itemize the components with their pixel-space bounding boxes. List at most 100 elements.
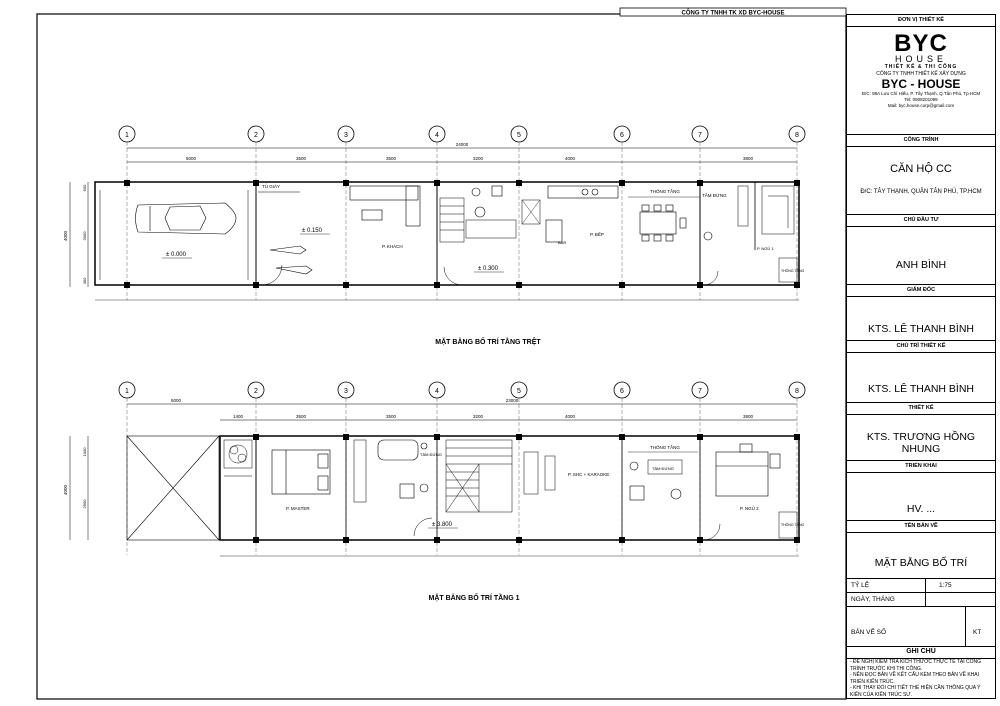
svg-text:3: 3 — [344, 132, 348, 139]
dim: 3500 — [386, 414, 397, 419]
svg-text:4: 4 — [435, 388, 439, 395]
deploy-name: HV. ... — [906, 503, 936, 515]
toilet-icon — [703, 231, 713, 241]
level-mark: ± 0.150 — [302, 228, 323, 234]
project-address: Đ/C: TÂY THẠNH, QUẬN TÂN PHÚ, TP.HCM — [860, 189, 982, 195]
ground-floor-plan: 1 2 3 4 5 6 7 8 24000 5000 3500 3500 320… — [63, 125, 806, 346]
company-logo-block: BYC HOUSE THIẾT KẾ & THI CÔNG CÔNG TY TN… — [847, 27, 995, 135]
axis-bubble: 6 — [613, 381, 631, 399]
dim: 3500 — [296, 156, 307, 161]
side-dim: 3000 — [82, 231, 87, 241]
room-label: TẮM ĐỨNG — [652, 466, 674, 471]
drawing-title-label: TÊN BẢN VẼ — [847, 521, 995, 533]
axis-bubble: 7 — [691, 381, 709, 399]
dim-total: 24000 — [456, 142, 469, 147]
axis-bubble: 3 — [337, 381, 355, 399]
project-label: CÔNG TRÌNH — [847, 135, 995, 147]
axis-bubble: 2 — [247, 381, 265, 399]
stair-icon — [445, 439, 513, 513]
stair-icon — [439, 197, 517, 243]
svg-text:5: 5 — [517, 132, 521, 139]
logo-house: HOUSE — [894, 54, 947, 64]
director-label: GIÁM ĐỐC — [847, 285, 995, 297]
designer-label: THIẾT KẾ — [847, 403, 995, 415]
axis-bubble: 2 — [247, 125, 265, 143]
investor-label: CHỦ ĐẦU TƯ — [847, 215, 995, 227]
dim: 3800 — [743, 414, 754, 419]
axis-bubble: 8 — [788, 381, 806, 399]
dim-total: 23000 — [506, 398, 519, 403]
svg-text:7: 7 — [698, 388, 702, 395]
plan-caption: MẶT BẰNG BỐ TRÍ TẦNG TRỆT — [435, 336, 541, 346]
investor-block: ANH BÌNH — [847, 227, 995, 285]
ground-axes: 1 2 3 4 5 6 7 8 — [118, 125, 806, 143]
drawing-title: MẶT BẰNG BỐ TRÍ — [874, 557, 968, 569]
ground-outer-wall — [94, 181, 800, 286]
svg-text:6: 6 — [620, 388, 624, 395]
room-label: THÔNG TẦNG — [781, 522, 805, 527]
title-block: ĐƠN VỊ THIẾT KẾ BYC HOUSE THIẾT KẾ & THI… — [846, 14, 996, 699]
company-mail: Mail: byc.house.corp@gmail.com — [887, 103, 955, 108]
director-block: KTS. LÊ THANH BÌNH — [847, 297, 995, 341]
scale-label: TỶ LỆ — [851, 582, 870, 589]
investor-name: ANH BÌNH — [895, 259, 947, 271]
dim: 3200 — [473, 156, 484, 161]
columns — [253, 434, 800, 543]
bed-icon — [271, 449, 331, 495]
svg-text:2: 2 — [254, 132, 258, 139]
axis-bubble: 5 — [510, 381, 528, 399]
deploy-label: TRIỂN KHAI — [847, 461, 995, 473]
sheet-label: BẢN VẼ SỐ — [851, 629, 887, 636]
columns — [124, 180, 800, 288]
dim: 3800 — [743, 156, 754, 161]
chief-designer-block: KTS. LÊ THANH BÌNH — [847, 353, 995, 403]
chief-designer-name: KTS. LÊ THANH BÌNH — [868, 383, 974, 395]
level-mark: ± 0.300 — [478, 266, 499, 272]
room-label: P. BẾP — [590, 231, 604, 237]
logo-main: BYC — [894, 30, 948, 57]
room-label: TẮM ĐỨNG — [702, 191, 727, 198]
room-label: THÔNG TẦNG — [650, 188, 680, 194]
dining-table-icon — [639, 204, 687, 242]
sheet-row: BẢN VẼ SỐ KT — [847, 607, 995, 647]
bed-icon — [715, 443, 781, 497]
car-icon — [135, 202, 237, 235]
side-dim: 1000 — [82, 447, 87, 457]
first-floor-plan: 1 2 3 4 5 6 7 8 23000 5000 1400 3500 350… — [63, 381, 806, 602]
svg-text:2: 2 — [254, 388, 258, 395]
chair-icon — [269, 245, 313, 275]
project-block: CĂN HỘ CC Đ/C: TÂY THẠNH, QUẬN TÂN PHÚ, … — [847, 147, 995, 215]
dim: 3200 — [473, 414, 484, 419]
axis-bubble: 4 — [428, 381, 446, 399]
kitchen-counter — [545, 185, 619, 243]
plan-caption: MẶT BẰNG BỐ TRÍ TẦNG 1 — [429, 592, 520, 602]
axis-bubble: 7 — [691, 125, 709, 143]
svg-text:7: 7 — [698, 132, 702, 139]
note-line: - ĐỀ NGHỊ KIỂM TRA KÍCH THƯỚC THỰC TẾ TẠ… — [850, 659, 981, 672]
stair-icon — [761, 185, 795, 235]
deploy-block: HV. ... — [847, 473, 995, 521]
side-dim: 2900 — [82, 499, 87, 509]
note-line: - KHI THAY ĐỔI CHI TIẾT THỂ HIỆN CẦN THÔ… — [850, 685, 981, 698]
dim: 3500 — [386, 156, 397, 161]
level-mark: ± 0.000 — [166, 252, 187, 258]
note-line: - NÊN ĐỌC BẢN VẼ KẾT CẤU KÈM THEO BẢN VẼ… — [850, 672, 980, 685]
svg-text:3: 3 — [344, 388, 348, 395]
axis-bubble: 6 — [613, 125, 631, 143]
plant-icon — [223, 439, 253, 477]
svg-text:1: 1 — [125, 388, 129, 395]
room-label: TỦ GIÀY — [262, 183, 280, 189]
project-name: CĂN HỘ CC — [890, 163, 952, 175]
drawing-title-block: MẶT BẰNG BỐ TRÍ — [847, 533, 995, 579]
room-label: BAR — [558, 240, 566, 245]
axis-bubble: 1 — [118, 125, 136, 143]
toilet-icon — [629, 461, 682, 501]
chief-designer-label: CHỦ TRÌ THIẾT KẾ — [847, 341, 995, 353]
room-label: THÔNG TẦNG — [650, 444, 680, 450]
notes-block: - ĐỀ NGHỊ KIỂM TRA KÍCH THƯỚC THỰC TẾ TẠ… — [847, 659, 995, 700]
svg-text:8: 8 — [795, 132, 799, 139]
room-label: THÔNG TẦNG — [781, 268, 805, 273]
company-address: Đ/C: 98A Lưu Chí Hiếu, P. Tây Thạnh, Q.T… — [861, 91, 981, 96]
svg-text:1: 1 — [125, 132, 129, 139]
